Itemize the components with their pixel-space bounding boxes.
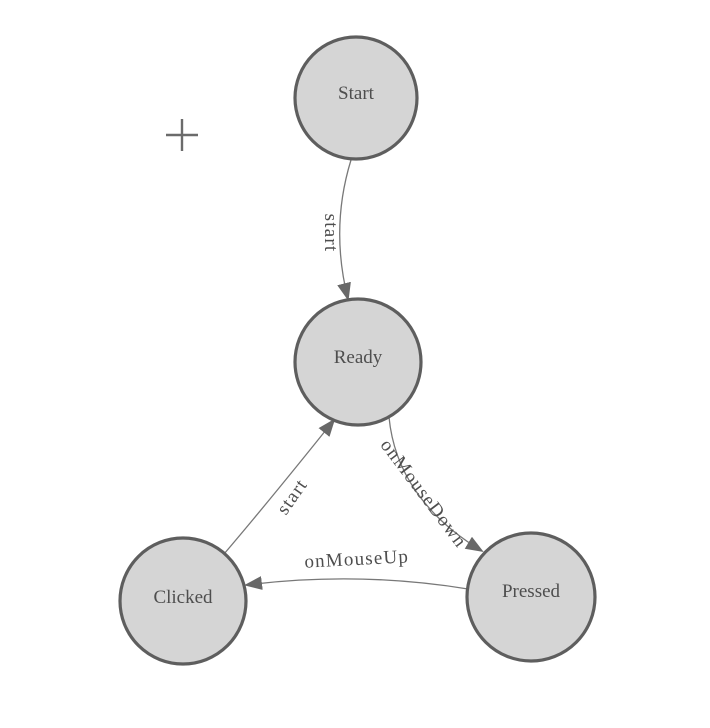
node-ready[interactable]: Ready — [293, 297, 423, 427]
edge-start-to-ready: start — [320, 159, 352, 301]
node-pressed[interactable]: Pressed — [465, 531, 597, 663]
edge-path-clicked-to-ready[interactable] — [223, 418, 336, 555]
edge-label-clicked-to-ready[interactable]: start — [273, 475, 312, 519]
node-ready-circle — [293, 297, 423, 427]
edge-path-start-to-ready[interactable] — [337, 159, 352, 301]
node-start-label: Start — [338, 83, 375, 104]
node-start-circle — [293, 35, 419, 161]
edge-label-pressed-to-clicked[interactable]: onMouseUp — [304, 546, 410, 572]
node-clicked-circle — [118, 536, 248, 666]
edge-path-ready-to-pressed[interactable] — [388, 416, 484, 553]
crosshair-icon — [166, 119, 198, 151]
node-ready-label: Ready — [334, 347, 383, 368]
edge-label-start-to-ready[interactable]: start — [320, 214, 341, 253]
node-start[interactable]: Start — [293, 35, 419, 161]
edge-path-pressed-to-clicked[interactable] — [244, 576, 469, 590]
edge-clicked-to-ready: start — [223, 418, 336, 555]
edge-ready-to-pressed: onMouseDown — [376, 416, 484, 553]
node-pressed-circle — [465, 531, 597, 663]
node-pressed-label: Pressed — [502, 581, 561, 602]
edge-pressed-to-clicked: onMouseUp — [244, 546, 469, 590]
edge-label-ready-to-pressed[interactable]: onMouseDown — [376, 435, 471, 552]
node-clicked[interactable]: Clicked — [118, 536, 248, 666]
node-clicked-label: Clicked — [153, 587, 213, 608]
